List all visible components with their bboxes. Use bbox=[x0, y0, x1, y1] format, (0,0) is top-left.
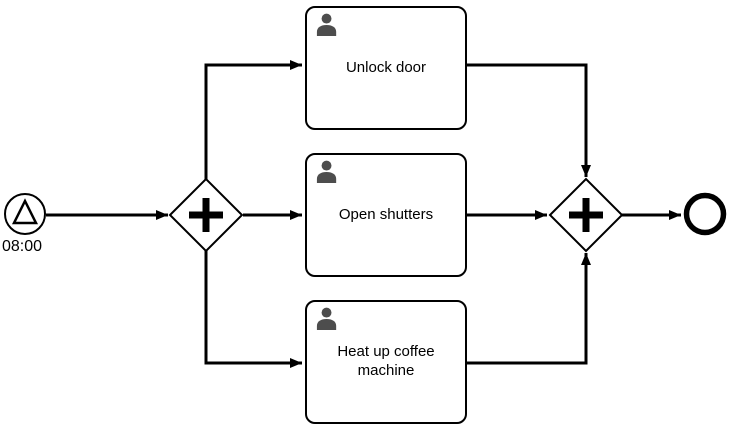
task-heat-up-coffee-machine[interactable]: Heat up coffee machine bbox=[305, 300, 467, 424]
flow-coffee-machine-to-join[interactable] bbox=[467, 253, 591, 365]
parallel-plus-icon bbox=[189, 198, 223, 232]
task-unlock-door[interactable]: Unlock door bbox=[305, 6, 467, 130]
user-icon bbox=[316, 307, 337, 330]
parallel-plus-icon bbox=[569, 198, 603, 232]
task-open-shutters[interactable]: Open shutters bbox=[305, 153, 467, 277]
start-event-label: 08:00 bbox=[2, 238, 43, 255]
signal-triangle-icon bbox=[11, 198, 39, 225]
user-icon bbox=[316, 160, 337, 183]
flow-split-to-coffee-machine[interactable] bbox=[204, 251, 302, 368]
user-icon bbox=[316, 13, 337, 36]
end-event[interactable] bbox=[683, 192, 727, 236]
task-label: Heat up coffee machine bbox=[337, 343, 435, 379]
flow-unlock-door-to-join[interactable] bbox=[467, 63, 591, 177]
task-label: Unlock door bbox=[345, 58, 427, 76]
flow-split-to-unlock-door[interactable] bbox=[204, 60, 302, 180]
task-label: Open shutters bbox=[338, 205, 434, 223]
